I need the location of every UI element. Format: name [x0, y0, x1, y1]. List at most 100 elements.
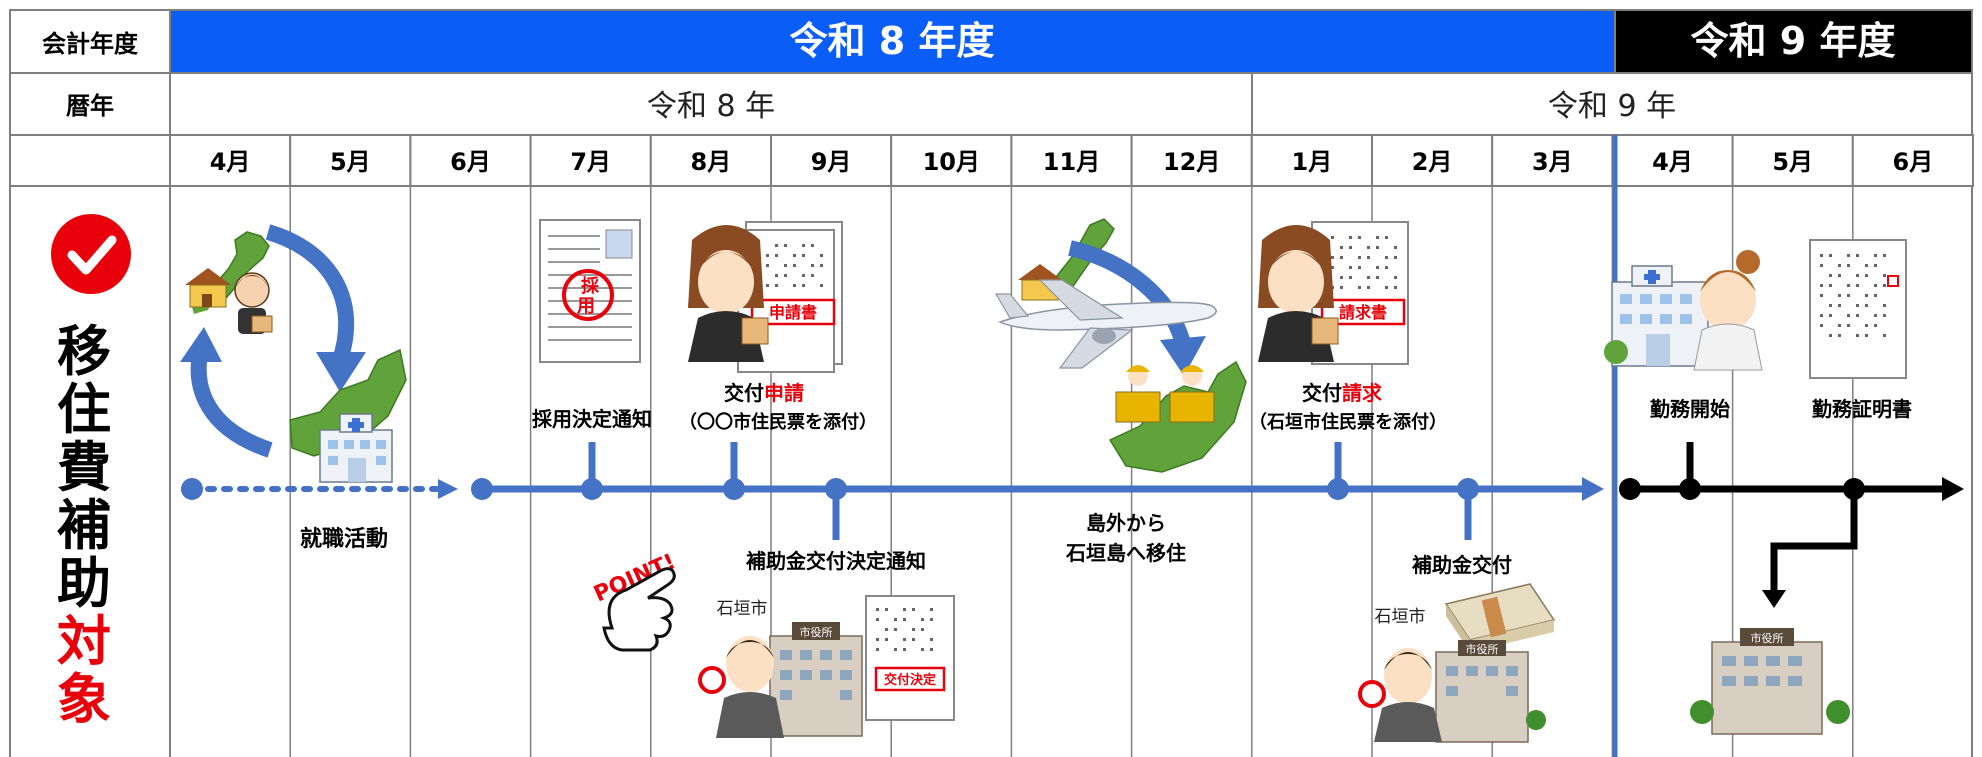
month-label: 4月	[210, 148, 251, 176]
doc-dot	[1865, 264, 1868, 267]
doc-dot	[1367, 286, 1370, 289]
doc-dot	[1385, 236, 1388, 239]
label-application: 交付申請	[724, 381, 804, 405]
doc-dot	[1847, 264, 1850, 267]
fiscal-label-cell	[9, 9, 171, 74]
month-label: 6月	[450, 148, 491, 176]
month-label: 9月	[811, 148, 852, 176]
label-move-line1: 島外から	[1086, 511, 1166, 535]
doc-dot	[1874, 254, 1877, 257]
doc-dot	[1865, 334, 1868, 337]
doc-dot	[793, 264, 796, 267]
main-timeline-arrowhead-icon	[1582, 477, 1604, 501]
month-label: 6月	[1893, 148, 1934, 176]
decision-doc-label: 交付決定	[884, 672, 936, 688]
doc-dot	[802, 244, 805, 247]
ishigaki-map-icon	[289, 348, 407, 457]
fiscal-year-1: 令和 8 年度	[790, 19, 995, 63]
doc-dot	[1829, 284, 1832, 287]
doc-dot	[1394, 286, 1397, 289]
doc-dot	[921, 628, 924, 631]
hiring-document-illustration: 採 用	[539, 219, 641, 363]
doc-dot	[775, 274, 778, 277]
doc-dot	[820, 264, 823, 267]
doc-dot	[1874, 324, 1877, 327]
doc-dot	[802, 284, 805, 287]
doc-dot	[1394, 246, 1397, 249]
doc-dot	[1883, 274, 1886, 277]
timeline-node	[1457, 478, 1479, 500]
doc-dot	[820, 254, 823, 257]
side-char: 移	[57, 320, 111, 383]
doc-dot	[802, 254, 805, 257]
timeline-node	[723, 478, 745, 500]
timeline-node	[1679, 478, 1701, 500]
doc-dot	[1340, 256, 1343, 259]
doc-dot	[1838, 324, 1841, 327]
month-blank-cell	[9, 134, 171, 187]
label-job-hunting: 就職活動	[300, 526, 388, 552]
side-char: 補	[57, 494, 111, 557]
month-label: 4月	[1652, 148, 1693, 176]
doc-dot	[775, 244, 778, 247]
label-move-line2: 石垣島へ移住	[1065, 541, 1186, 565]
doc-dot	[903, 608, 906, 611]
month-cell	[1010, 134, 1133, 187]
city-hall-sign: 市役所	[1751, 631, 1784, 645]
label-grant-payment: 補助金交付	[1411, 553, 1512, 577]
doc-dot	[1829, 314, 1832, 317]
fiscal-label: 会計年度	[42, 30, 139, 58]
doc-dot	[1847, 314, 1850, 317]
doc-dot	[1820, 254, 1823, 257]
job-hunting-illustration	[180, 224, 407, 483]
doc-dot	[766, 254, 769, 257]
application-illustration: 申請書	[688, 221, 843, 373]
doc-dot	[784, 244, 787, 247]
city-hall-icon: 市役所	[769, 622, 863, 737]
doc-dot	[1820, 284, 1823, 287]
doc-dot	[903, 638, 906, 641]
calendar-year-2-cell	[1251, 72, 1973, 136]
month-cell	[289, 134, 412, 187]
doc-dot	[793, 284, 796, 287]
doc-dot	[1883, 284, 1886, 287]
airplane-icon	[994, 279, 1217, 369]
header-table: 会計年度 令和 8 年度 令和 9 年度 暦年 令和 8 年 令和 9 年 4月…	[9, 9, 1975, 187]
doc-dot	[1394, 256, 1397, 259]
side-char-red: 対	[57, 610, 111, 673]
doc-dot	[1385, 256, 1388, 259]
timeline-node	[471, 478, 493, 500]
label-employment-cert: 勤務証明書	[1812, 397, 1912, 421]
fiscal-year-2: 令和 9 年度	[1691, 19, 1896, 63]
grant-decision-illustration: 石垣市 市役所 交付決定	[698, 595, 955, 738]
doc-dot	[894, 648, 897, 651]
body-grid	[9, 135, 1973, 757]
staff-man-icon	[698, 636, 784, 738]
doc-dot	[1865, 324, 1868, 327]
doc-dot	[1367, 246, 1370, 249]
doc-dot	[1340, 286, 1343, 289]
doc-dot	[912, 608, 915, 611]
calendar-label: 暦年	[66, 92, 114, 120]
timeline-node	[825, 478, 847, 500]
calendar-year-1: 令和 8 年	[647, 89, 775, 124]
doc-dot	[1820, 324, 1823, 327]
doc-dot	[1349, 246, 1352, 249]
doc-dot	[784, 274, 787, 277]
doc-dot	[793, 254, 796, 257]
doc-dot	[921, 618, 924, 621]
hospital-icon	[319, 413, 393, 483]
timeline-node	[1619, 478, 1641, 500]
side-char: 費	[57, 436, 111, 499]
doc-dot	[1331, 236, 1334, 239]
doc-dot	[1856, 314, 1859, 317]
month-cell	[1611, 134, 1734, 187]
month-cell	[1731, 134, 1854, 187]
woman-staff-icon	[1258, 225, 1339, 362]
check-circle-icon	[51, 214, 131, 294]
label-application-note: （〇〇市住民票を添付）	[679, 411, 877, 433]
doc-dot	[1847, 254, 1850, 257]
doc-dot	[1358, 286, 1361, 289]
month-cell	[529, 134, 652, 187]
